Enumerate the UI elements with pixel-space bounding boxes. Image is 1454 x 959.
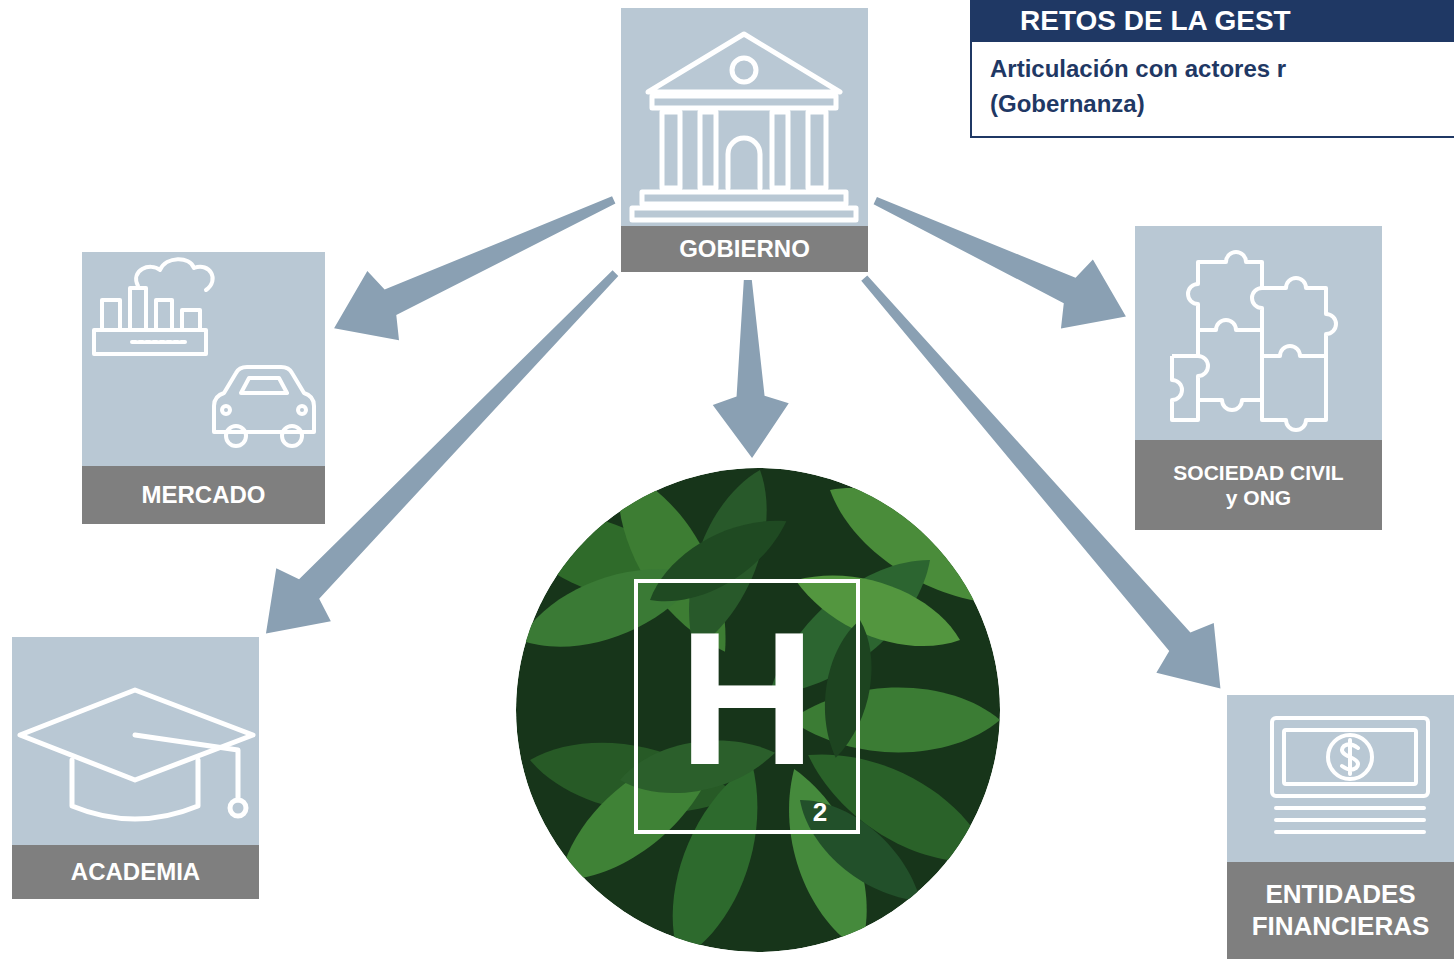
panel: [1227, 695, 1454, 959]
governance-arrow: [713, 280, 789, 458]
government-icon: [728, 138, 760, 188]
actor-label: GOBIERNO: [621, 226, 868, 272]
government-icon: [632, 208, 856, 220]
market-icon: [136, 259, 213, 290]
leaf-circle: [488, 454, 1045, 959]
money-icon: [1272, 718, 1428, 796]
leaf-circle: [814, 616, 881, 761]
government-icon: [632, 34, 856, 220]
market-icon: [226, 426, 246, 446]
government-icon: [652, 96, 836, 108]
graduation-cap-icon: [230, 800, 246, 816]
actor-label: MERCADO: [82, 466, 325, 524]
graduation-cap-icon: [72, 760, 198, 819]
market-icon: [94, 259, 314, 446]
leaf-circle: [790, 688, 1000, 753]
panel: [82, 252, 325, 524]
government-icon: [648, 34, 840, 92]
government-icon: [808, 112, 826, 188]
governance-arrow: [874, 197, 1126, 328]
element-circle: H2: [516, 468, 1000, 952]
actor-box: SOCIEDAD CIVIL y ONG: [1135, 226, 1382, 530]
puzzle-icon: [1172, 252, 1336, 430]
leaf-circle: [784, 781, 936, 919]
market-icon: [298, 406, 306, 414]
subtitle-box: Articulación con actores r (Gobernanza): [970, 42, 1454, 138]
subtitle: Articulación con actores r (Gobernanza): [990, 52, 1320, 122]
graduation-cap-icon: [20, 690, 253, 819]
actor-box: GOBIERNO: [621, 8, 868, 272]
title: RETOS DE LA GEST: [1020, 5, 1291, 36]
money-icon: [1328, 735, 1372, 779]
puzzle-icon: [1188, 252, 1262, 330]
panel: [621, 8, 868, 272]
market-icon: [102, 288, 200, 330]
graduation-cap-icon: [135, 735, 238, 800]
actor-label: SOCIEDAD CIVIL y ONG: [1135, 440, 1382, 530]
actor-box: ENTIDADES FINANCIERAS: [1227, 695, 1454, 959]
market-icon: [214, 367, 314, 432]
puzzle-icon: [1172, 356, 1198, 420]
title-bar: RETOS DE LA GEST: [970, 0, 1454, 42]
actor-box: MERCADO: [82, 252, 325, 524]
money-icon: [1272, 718, 1428, 832]
market-icon: [222, 406, 230, 414]
actor-box: ACADEMIA: [12, 637, 259, 899]
puzzle-icon: [1198, 330, 1262, 410]
government-icon: [642, 192, 846, 204]
actor-label: ENTIDADES FINANCIERAS: [1227, 862, 1454, 959]
panel: [12, 637, 259, 899]
market-icon: [94, 330, 206, 354]
actor-label: ACADEMIA: [12, 845, 259, 899]
market-icon: [132, 340, 188, 344]
puzzle-icon: [1262, 356, 1326, 430]
government-icon: [732, 58, 756, 82]
government-icon: [700, 112, 716, 188]
puzzle-icon: [1262, 278, 1336, 356]
government-icon: [772, 112, 788, 188]
subscript: 2: [808, 799, 832, 825]
market-icon: [282, 426, 302, 446]
money-icon: [1284, 730, 1416, 784]
government-icon: [662, 112, 680, 188]
money-icon: [1342, 740, 1358, 774]
money-icon: [1276, 808, 1424, 832]
market-icon: [241, 378, 287, 393]
element-symbol: H: [505, 603, 989, 793]
governance-arrow: [266, 270, 618, 633]
panel: [1135, 226, 1382, 530]
